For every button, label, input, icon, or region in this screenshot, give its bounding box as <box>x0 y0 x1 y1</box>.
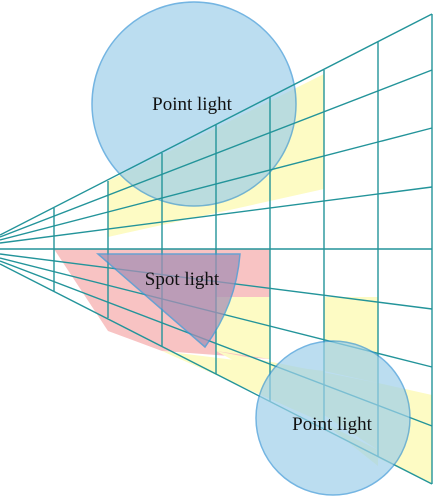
spot-light-cone <box>95 253 241 349</box>
grid-ray <box>0 13 433 236</box>
point-light-bottom-circle <box>255 340 411 496</box>
frustum-grid <box>0 13 433 485</box>
point-light-bottom-label: Point light <box>292 414 372 435</box>
cell-yellow <box>216 297 270 359</box>
spot-light-label: Spot light <box>145 269 220 290</box>
point-light-top-circle <box>91 1 297 207</box>
point-light-top-label: Point light <box>152 94 232 115</box>
